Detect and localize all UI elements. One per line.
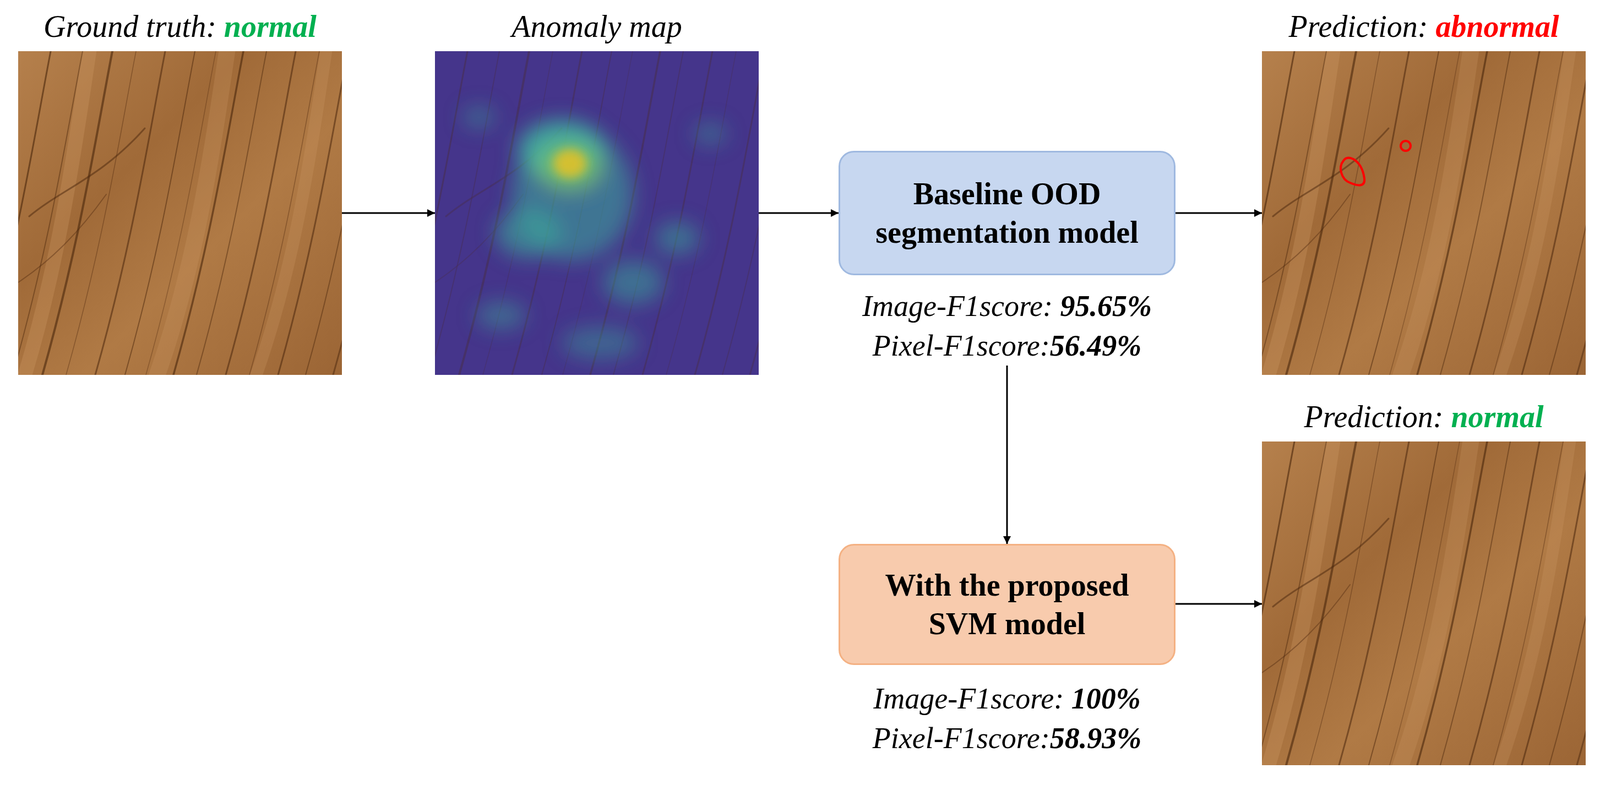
image-frame xyxy=(1261,441,1586,766)
image-caption: Ground truth:normal xyxy=(18,5,342,52)
metric-name: Pixel-F1score: xyxy=(872,329,1050,363)
metric-name: Image-F1score: xyxy=(862,289,1053,323)
image-caption: Prediction:abnormal xyxy=(1261,5,1586,52)
flow-arrow xyxy=(1175,603,1262,606)
image-panel: Prediction:normal xyxy=(1261,395,1586,766)
box-title: Baseline OOD segmentation model xyxy=(856,174,1158,252)
anomaly-contour xyxy=(1400,140,1411,151)
metric-line: Pixel-F1score:58.93% xyxy=(838,718,1176,759)
metric-line: Pixel-F1score:56.49% xyxy=(838,325,1176,366)
box-shape: Baseline OOD segmentation model xyxy=(838,150,1176,276)
image-caption: Anomaly map xyxy=(434,5,759,52)
metric-value: 95.65% xyxy=(1059,289,1152,323)
image-panel: Anomaly map xyxy=(434,5,759,375)
caption-status: normal xyxy=(224,9,317,44)
box-shape: With the proposed SVM model xyxy=(838,543,1176,666)
caption-text: Ground truth: xyxy=(43,9,217,44)
anomaly-map-image xyxy=(396,48,821,379)
flow-arrow xyxy=(1006,365,1009,544)
image-panel: Ground truth:normal xyxy=(18,5,342,375)
metric-line: Image-F1score:100% xyxy=(838,678,1176,719)
wood-image xyxy=(1223,48,1600,379)
process-box: Baseline OOD segmentation modelImage-F1s… xyxy=(838,150,1176,366)
caption-text: Prediction: xyxy=(1303,399,1444,434)
process-box: With the proposed SVM modelImage-F1score… xyxy=(838,543,1176,759)
metric-line: Image-F1score:95.65% xyxy=(838,286,1176,326)
image-frame xyxy=(434,51,759,375)
metric-name: Image-F1score: xyxy=(873,682,1064,716)
caption-status: abnormal xyxy=(1435,9,1559,44)
caption-status: normal xyxy=(1450,399,1544,434)
anomaly-contour xyxy=(1340,158,1365,186)
metric-value: 100% xyxy=(1071,682,1141,716)
flow-arrow xyxy=(341,212,435,215)
box-title: With the proposed SVM model xyxy=(856,566,1158,644)
image-panel: Prediction:abnormal xyxy=(1261,5,1586,375)
flow-arrow xyxy=(1175,212,1262,215)
flow-arrow xyxy=(758,212,839,215)
caption-text: Anomaly map xyxy=(511,9,683,44)
image-frame xyxy=(1261,51,1586,375)
image-frame xyxy=(18,51,342,375)
metric-value: 56.49% xyxy=(1049,329,1142,363)
metric-name: Pixel-F1score: xyxy=(872,721,1050,755)
image-caption: Prediction:normal xyxy=(1261,395,1586,442)
caption-text: Prediction: xyxy=(1288,9,1428,44)
wood-image xyxy=(1223,438,1600,770)
metric-value: 58.93% xyxy=(1049,721,1142,755)
